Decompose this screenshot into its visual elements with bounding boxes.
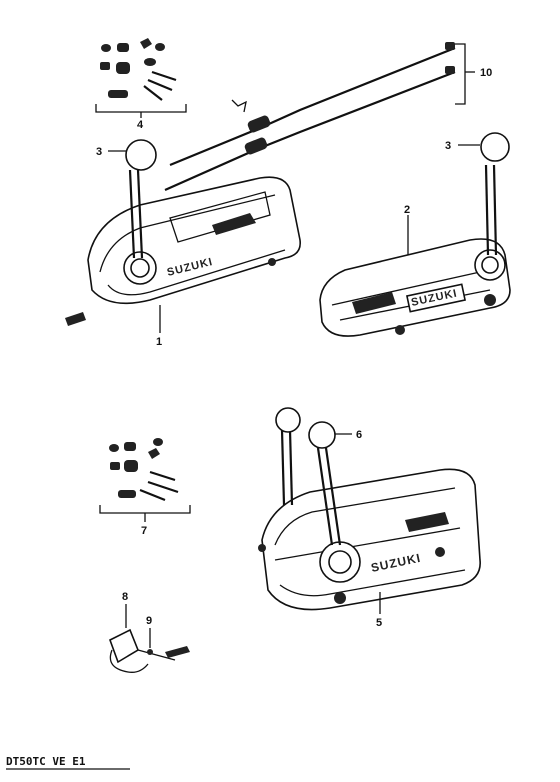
callout-6: 6 [356,429,362,441]
callout-7: 7 [141,525,147,537]
callout-3-left: 3 [96,146,102,158]
hardware-kit-7 [99,438,191,522]
remote-control-box-5: SUZUKI [258,407,481,611]
hardware-kit-4 [95,38,187,118]
leader-lines [108,144,480,648]
callout-8: 8 [122,591,128,603]
neutral-switch [109,628,190,673]
callout-5: 5 [376,617,382,629]
diagram-caption: DT50TC VE E1 [6,755,86,768]
callout-9: 9 [146,615,152,627]
callout-10: 10 [480,67,492,79]
control-cables [164,42,475,192]
callout-1: 1 [156,336,162,348]
callout-2: 2 [404,204,410,216]
remote-control-box-2: SUZUKI [319,132,511,337]
callouts: 3 3 4 10 2 1 6 7 5 8 9 [96,67,492,629]
remote-control-box-1: SUZUKI [65,139,302,326]
callout-4: 4 [137,119,144,131]
callout-3-right: 3 [445,140,451,152]
